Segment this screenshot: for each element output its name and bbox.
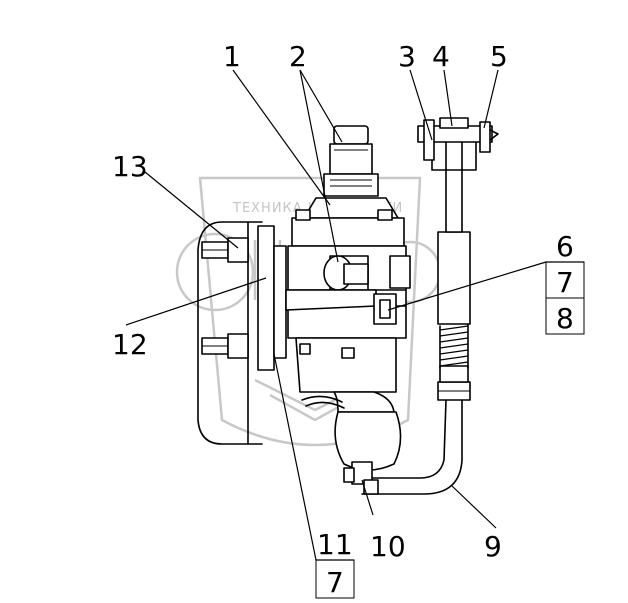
callout-10: 10: [370, 530, 406, 563]
callout-2: 2: [289, 40, 307, 73]
callout-4: 4: [432, 40, 450, 73]
callout-numbers: 1 2 3 4 5 6 7 8 9 10 11 7 12 13: [112, 40, 574, 599]
left-housing: [197, 221, 287, 445]
valve-body: [285, 125, 411, 471]
callout-13: 13: [112, 150, 148, 183]
callout-8: 8: [556, 302, 574, 335]
callout-11: 11: [317, 528, 353, 561]
callout-7-right: 7: [556, 266, 574, 299]
callout-1: 1: [223, 40, 241, 73]
callout-7-bottom: 7: [326, 566, 344, 599]
spring-rod: [417, 117, 499, 369]
callout-5: 5: [490, 40, 508, 73]
callout-9: 9: [484, 530, 502, 563]
callout-6: 6: [556, 230, 574, 263]
hose-tube: [343, 365, 471, 495]
callout-3: 3: [398, 40, 416, 73]
leader-lines: [125, 69, 585, 599]
callout-12: 12: [112, 328, 148, 361]
